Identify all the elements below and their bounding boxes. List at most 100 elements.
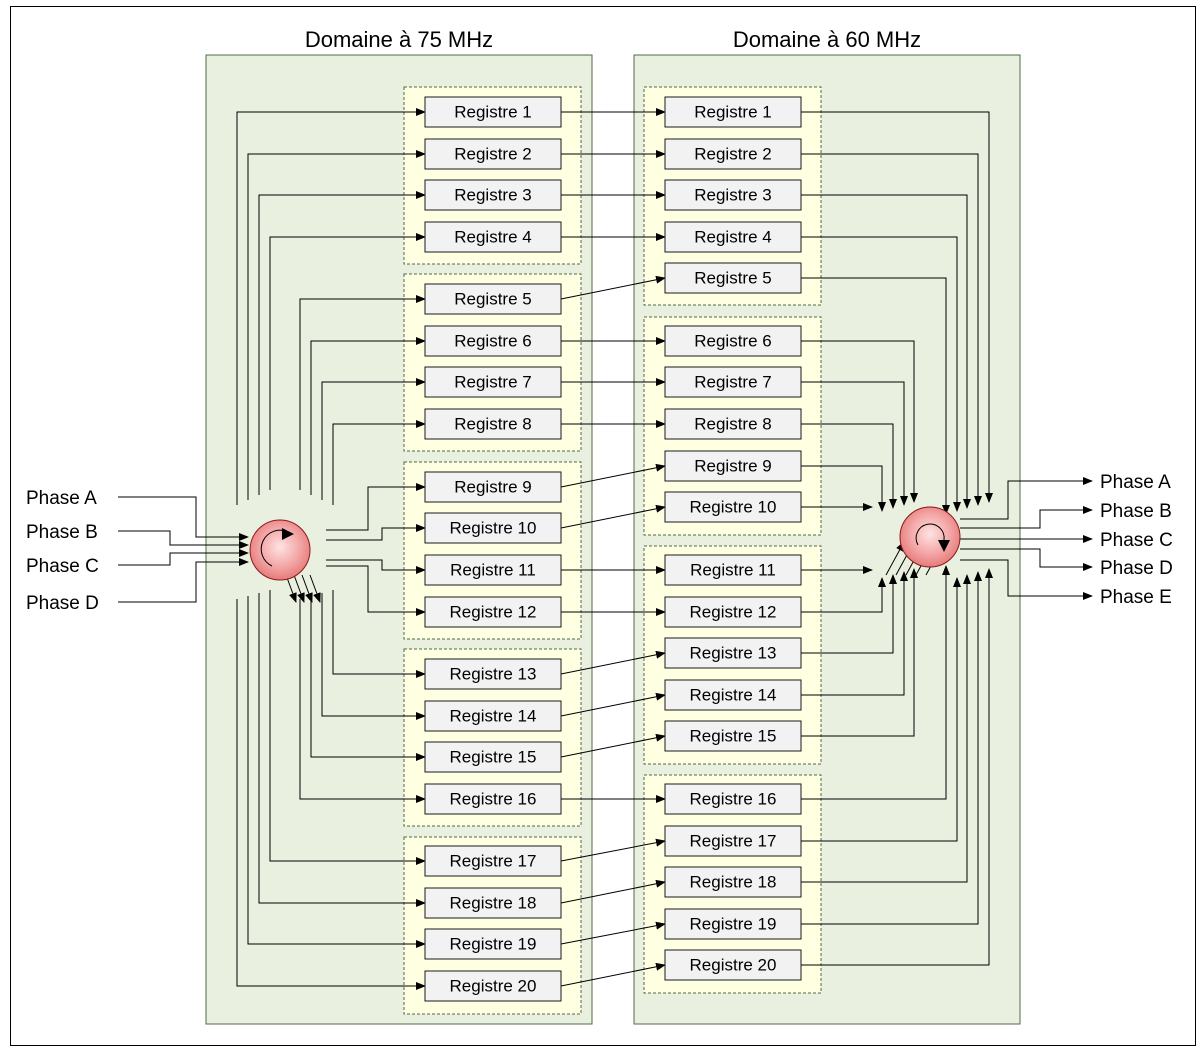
left-register-3: Registre 3 [424,179,562,211]
right-register-1: Registre 1 [664,96,802,128]
register-transfer-wire [560,921,666,945]
register-label: Registre 11 [450,560,536,579]
right-register-3: Registre 3 [664,179,802,211]
left-selector-wire [310,596,426,761]
register-label: Registre 11 [690,560,776,579]
register-label: Registre 5 [454,289,531,308]
output-phase-label: Phase C [1100,530,1173,551]
left-selector-wire [326,565,426,616]
register-label: Registre 3 [694,185,771,204]
output-phase-label: Phase A [1100,472,1171,493]
register-label: Registre 1 [454,102,531,121]
left-selector-wire [332,590,426,678]
right-selector-wire [801,571,982,925]
input-phase-wire [118,558,249,603]
register-label: Registre 5 [694,268,771,287]
input-phase-wire [118,496,249,541]
rotation-arrow-icon [260,528,294,567]
right-selector-wire [801,574,897,654]
rotation-arrow-icon [915,523,950,552]
input-phase-wire [118,549,249,566]
left-selector-wire [299,295,426,490]
register-label: Registre 17 [450,851,537,870]
register-label: Registre 14 [450,706,537,725]
input-phase-label: Phase B [26,522,98,543]
right-register-9: Registre 9 [664,450,802,482]
register-label: Registre 9 [694,456,771,475]
right-register-7: Registre 7 [664,366,802,398]
left-register-12: Registre 12 [424,596,562,628]
register-label: Registre 20 [450,976,537,995]
left-selector-wire [236,599,426,990]
right-selector-wire [801,568,918,737]
right-selector-wire [801,153,982,506]
left-register-13: Registre 13 [424,658,562,690]
left-register-15: Registre 15 [424,741,562,773]
register-label: Registre 13 [450,664,537,683]
domain-75mhz-title: Domaine à 75 MHz [305,27,493,52]
left-selector-wire [269,590,426,865]
right-register-18: Registre 18 [664,866,802,898]
output-phase-wire [960,506,1093,529]
right-selector-wire [801,423,897,509]
left-selector-wire [332,420,426,505]
left-register-20: Registre 20 [424,970,562,1002]
register-transfer-wire [560,650,666,675]
register-label: Registre 20 [690,955,777,974]
right-selector-wire [801,568,993,966]
left-register-18: Registre 18 [424,887,562,919]
right-selector-wire [801,111,993,503]
right-register-19: Registre 19 [664,908,802,940]
left-selector-wire [236,108,426,505]
right-selector-wire [801,277,950,515]
right-selector-wire [801,571,908,696]
right-register-8: Registre 8 [664,408,802,440]
register-label: Registre 3 [454,185,531,204]
right-selector-wire [801,565,950,800]
right-selector-wire [801,577,961,842]
left-selector-wire [258,593,426,907]
right-register-10: Registre 10 [664,491,802,523]
right-selector-wire [801,465,886,512]
left-register-7: Registre 7 [424,366,562,398]
register-label: Registre 2 [694,144,771,163]
left-selector-wire [326,524,426,541]
right-register-16: Registre 16 [664,783,802,815]
right-register-2: Registre 2 [664,138,802,170]
input-phase-label: Phase D [26,593,99,614]
right-selector-wire [801,236,961,512]
register-label: Registre 7 [454,372,531,391]
register-transfer-wire [560,962,666,987]
register-label: Registre 10 [450,518,537,537]
register-label: Registre 12 [690,602,777,621]
right-phase-selector [899,506,961,568]
input-phase-label: Phase C [26,556,99,577]
output-phase-label: Phase B [1100,501,1172,522]
register-label: Registre 8 [694,414,771,433]
right-register-6: Registre 6 [664,325,802,357]
register-transfer-wire [560,879,666,904]
output-phase-label: Phase E [1100,587,1172,608]
left-selector-wire [321,593,426,720]
register-transfer-wire [560,275,666,300]
register-transfer-wire [560,463,666,488]
left-selector-wire [310,337,426,495]
left-register-1: Registre 1 [424,96,562,128]
register-label: Registre 13 [690,643,777,662]
domain-60mhz-title: Domaine à 60 MHz [733,27,921,52]
register-label: Registre 17 [690,831,777,850]
register-label: Registre 7 [694,372,771,391]
output-phase-wire [960,477,1093,520]
left-selector-wire [321,378,426,500]
register-label: Registre 19 [450,934,537,953]
left-phase-selector [249,519,311,581]
register-label: Registre 6 [694,331,771,350]
right-register-14: Registre 14 [664,679,802,711]
register-label: Registre 2 [454,144,531,163]
input-phase-label: Phase A [26,488,97,509]
right-register-12: Registre 12 [664,596,802,628]
right-register-15: Registre 15 [664,720,802,752]
register-label: Registre 1 [694,102,771,121]
left-selector-stub [301,574,313,603]
register-label: Registre 15 [690,726,777,745]
